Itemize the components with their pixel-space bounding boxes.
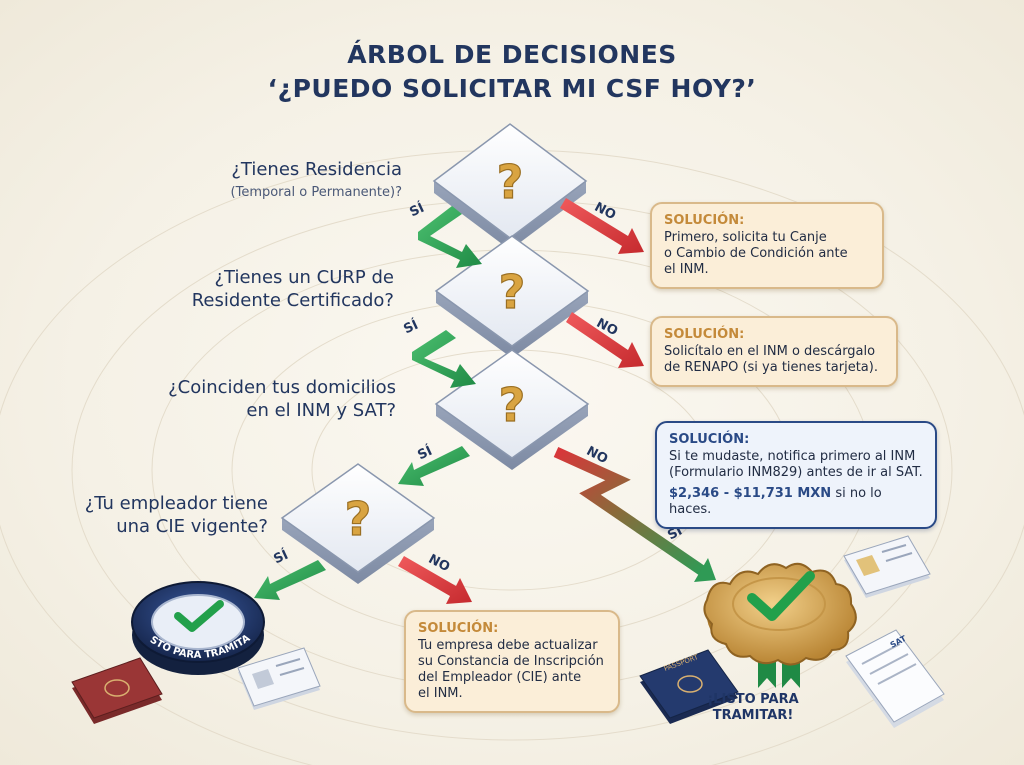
solution-4-label: SOLUCIÓN: (418, 621, 499, 636)
question-1-line-1: ¿Tienes Residencia (231, 159, 402, 180)
svg-text:?: ? (499, 378, 526, 432)
svg-text:?: ? (345, 492, 372, 546)
question-3-line-2: en el INM y SAT? (246, 400, 396, 421)
question-2: ¿Tienes un CURP de Residente Certificado… (172, 266, 394, 312)
ready-right-line-2: TRAMITAR! (712, 708, 794, 723)
no-arrows (398, 198, 644, 604)
solution-box-1: SOLUCIÓN: Primero, solicita tu Canje o C… (650, 202, 884, 289)
question-1-line-2: (Temporal o Permanente)? (230, 185, 402, 200)
solution-1-line-1: Primero, solicita tu Canje (664, 230, 827, 245)
question-2-line-1: ¿Tienes un CURP de (214, 267, 394, 288)
solution-1-line-3: el INM. (664, 262, 709, 277)
ready-text-right: ¡LISTO PARA TRAMITAR! (705, 692, 801, 724)
question-1: ¿Tienes Residencia (Temporal o Permanent… (190, 158, 402, 204)
solution-1-label: SOLUCIÓN: (664, 213, 745, 228)
solution-box-3: SOLUCIÓN: Si te mudaste, notifica primer… (655, 421, 937, 529)
ready-seal-right (703, 562, 857, 688)
solution-3-label: SOLUCIÓN: (669, 432, 750, 447)
solution-box-4: SOLUCIÓN: Tu empresa debe actualizar su … (404, 610, 620, 713)
solution-4-line-3: del Empleador (CIE) ante (418, 670, 582, 685)
svg-text:?: ? (499, 265, 526, 319)
question-3-line-1: ¿Coinciden tus domicilios (168, 377, 396, 398)
solution-box-2: SOLUCIÓN: Solicítalo en el INM o descárg… (650, 316, 898, 387)
question-4-line-2: una CIE vigente? (116, 516, 268, 537)
question-mark-icon: ? ? ? ? (344, 154, 526, 546)
question-3: ¿Coinciden tus domicilios en el INM y SA… (130, 376, 396, 422)
fine-rest: si no lo haces. (669, 486, 882, 517)
decision-diamond-4 (280, 463, 436, 584)
title-line-2: ‘¿PUEDO SOLICITAR MI CSF HOY?’ (267, 74, 757, 103)
no-then-yes-arrow (553, 446, 716, 582)
fine-amount: $2,346 - $11,731 MXN (669, 486, 832, 501)
check-mark-icon (747, 571, 815, 621)
passport-icon (71, 657, 163, 724)
solution-4-line-4: el INM. (418, 686, 463, 701)
solution-4-line-2: su Constancia de Inscripción (418, 654, 604, 669)
solution-3-line-2: (Formulario INM829) antes de ir al SAT. (669, 465, 923, 480)
sat-document-icon: SAT (845, 629, 945, 728)
solution-1-line-2: o Cambio de Condición ante (664, 246, 848, 261)
check-mark-icon (174, 600, 224, 632)
id-card-icon (237, 647, 321, 710)
passport-icon-right: PASSPORT (639, 649, 739, 724)
solution-2-line-1: Solicítalo en el INM o descárgalo (664, 344, 876, 359)
solution-2-line-2: de RENAPO (si ya tienes tarjeta). (664, 360, 878, 375)
solution-3-fine: $2,346 - $11,731 MXN si no lo haces. (669, 486, 923, 518)
yes-arrows (254, 206, 482, 600)
question-2-line-2: Residente Certificado? (191, 290, 394, 311)
id-card-icon-right (843, 535, 931, 598)
solution-4-line-1: Tu empresa debe actualizar (418, 638, 598, 653)
decision-diamond-3 (434, 349, 590, 470)
solution-3-line-1: Si te mudaste, notifica primero al INM (669, 449, 916, 464)
decision-diamond-1 (432, 123, 588, 250)
ready-right-line-1: ¡LISTO PARA (707, 692, 799, 707)
ready-badge-left (131, 581, 265, 675)
title-line-1: ÁRBOL DE DECISIONES (347, 40, 677, 69)
solution-2-label: SOLUCIÓN: (664, 327, 745, 342)
svg-text:?: ? (497, 155, 524, 209)
question-4-line-1: ¿Tu empleador tiene (84, 493, 268, 514)
question-4: ¿Tu empleador tiene una CIE vigente? (60, 492, 268, 538)
